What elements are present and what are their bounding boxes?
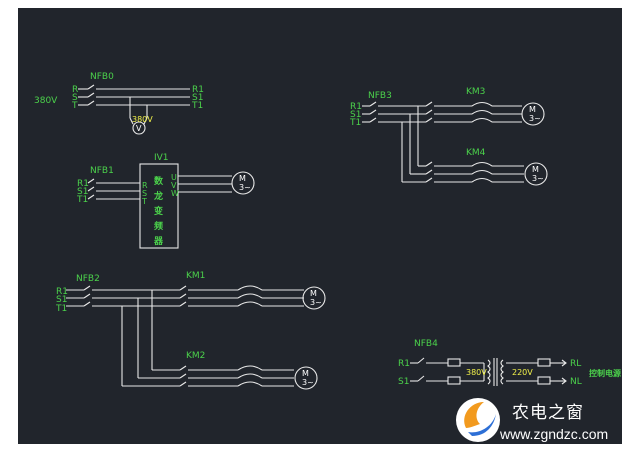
svg-text:M: M	[310, 289, 317, 298]
motor-2	[302, 286, 326, 310]
svg-text:器: 器	[153, 236, 164, 247]
transformer-secondary	[500, 359, 504, 385]
phase-t-label: T	[71, 101, 78, 111]
svg-text:U: U	[171, 173, 177, 182]
swoosh-icon	[468, 414, 496, 436]
site-logo	[456, 398, 500, 442]
svg-text:3~: 3~	[302, 378, 314, 387]
svg-text:S1: S1	[398, 377, 409, 387]
phase-r-label: R	[72, 85, 78, 95]
nfb0-circuit: 380V NFB0 R S T R1 S1 T1 V 380V	[34, 72, 204, 135]
fuse-4	[537, 376, 551, 385]
svg-text:M: M	[532, 165, 539, 174]
svg-text:V: V	[171, 181, 177, 190]
km3-label: KM3	[466, 87, 485, 97]
svg-text:T1: T1	[349, 118, 361, 128]
svg-text:R1: R1	[56, 287, 68, 297]
svg-text:T: T	[141, 197, 147, 206]
nfb2-circuit: NFB2 R1 S1 T1 KM1 M 3~ KM2	[55, 271, 326, 390]
nfb4-label: NFB4	[414, 339, 438, 349]
fuse-1	[447, 358, 461, 367]
inverter-box	[139, 163, 179, 249]
nfb1-inverter-circuit: NFB1 R1 S1 T1 IV1 数 龙 变 频 器 R S T U V W …	[76, 153, 255, 249]
voltmeter-symbol	[132, 121, 146, 135]
svg-text:M: M	[302, 369, 309, 378]
km4-label: KM4	[466, 148, 486, 158]
svg-text:T1: T1	[191, 101, 203, 111]
rl-label: RL	[570, 359, 581, 369]
inverter-label: IV1	[154, 153, 169, 163]
svg-text:3~: 3~	[529, 114, 541, 123]
svg-text:R1: R1	[350, 102, 362, 112]
nfb2-label: NFB2	[76, 274, 100, 284]
svg-text:R: R	[142, 181, 148, 190]
primary-voltage-label: 380V	[466, 368, 487, 377]
nfb3-label: NFB3	[368, 91, 392, 101]
svg-text:T1: T1	[55, 304, 67, 314]
svg-text:S1: S1	[77, 187, 88, 197]
logo-name: 农电之窗	[512, 403, 584, 423]
logo-url: www.zgndzc.com	[500, 426, 609, 442]
motor-5	[524, 162, 548, 186]
svg-text:3~: 3~	[532, 174, 544, 183]
motor-3	[294, 366, 318, 390]
svg-text:T1: T1	[76, 195, 88, 205]
supply-voltage-label: 380V	[34, 96, 58, 106]
drawing-sheet	[18, 8, 622, 444]
svg-text:频: 频	[154, 220, 163, 232]
nfb0-label: NFB0	[90, 72, 114, 82]
transformer-primary	[487, 359, 491, 385]
nfb1-label: NFB1	[90, 166, 114, 176]
voltmeter-label: 380V	[132, 115, 153, 124]
km1-label: KM1	[186, 271, 205, 281]
fuse-2	[447, 376, 461, 385]
flame-icon	[464, 402, 484, 428]
svg-text:V: V	[136, 124, 142, 133]
svg-text:R1: R1	[77, 179, 89, 189]
motor-4	[521, 102, 545, 126]
svg-text:M: M	[239, 174, 246, 183]
svg-text:W: W	[171, 189, 179, 198]
svg-text:S: S	[142, 189, 147, 198]
svg-text:3~: 3~	[239, 183, 251, 192]
svg-text:R1: R1	[398, 359, 410, 369]
svg-text:S1: S1	[350, 110, 361, 120]
nl-label: NL	[570, 377, 582, 387]
svg-text:S1: S1	[192, 93, 203, 103]
motor-1	[231, 171, 255, 195]
svg-text:数: 数	[154, 175, 164, 187]
km2-label: KM2	[186, 351, 205, 361]
secondary-voltage-label: 220V	[512, 368, 533, 377]
fuse-3	[537, 358, 551, 367]
nfb4-control-circuit: NFB4 R1 S1 380V 220V RL NL 控制电源	[398, 339, 621, 387]
svg-text:R1: R1	[192, 85, 204, 95]
logo-badge	[456, 398, 500, 442]
phase-s-label: S	[72, 93, 78, 103]
svg-text:S1: S1	[56, 295, 67, 305]
svg-text:龙: 龙	[153, 190, 163, 202]
control-power-label: 控制电源	[589, 368, 621, 378]
svg-text:M: M	[529, 105, 536, 114]
svg-text:3~: 3~	[310, 298, 322, 307]
svg-text:变: 变	[154, 205, 163, 217]
nfb3-circuit: NFB3 R1 S1 T1 KM3 M 3~ KM4	[349, 87, 548, 186]
